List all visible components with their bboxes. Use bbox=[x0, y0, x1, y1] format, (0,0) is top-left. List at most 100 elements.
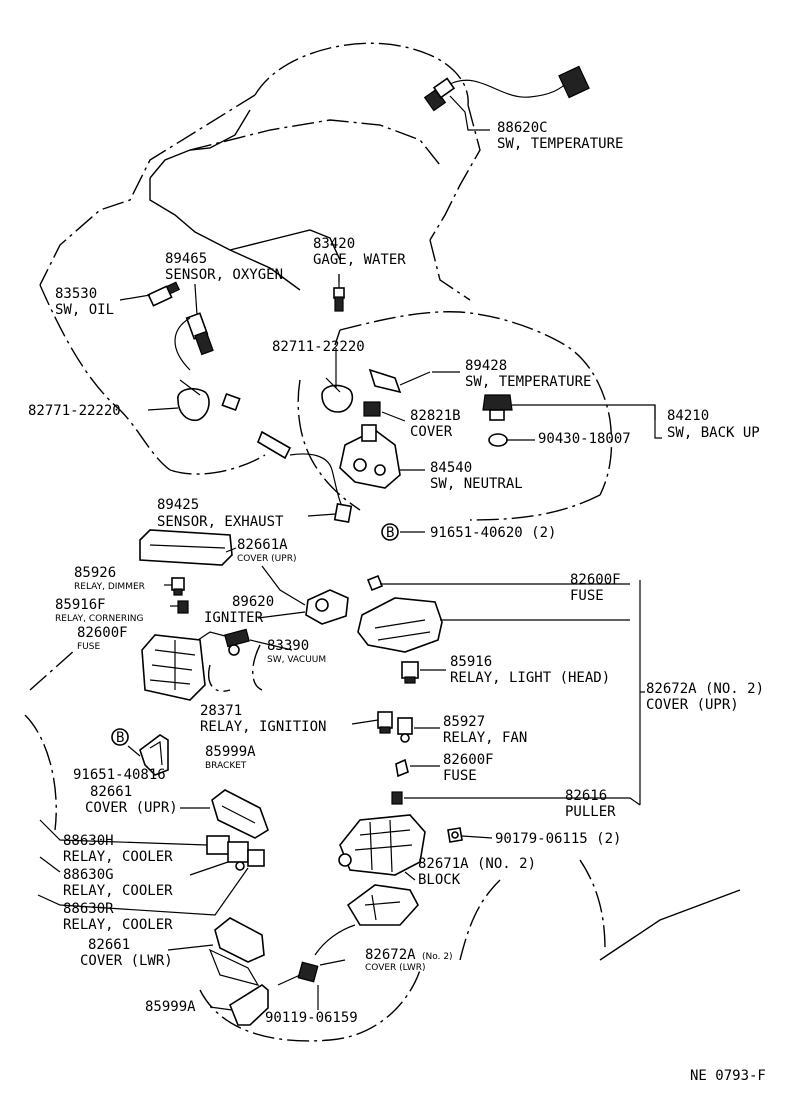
temperature-switch-89428-icon bbox=[368, 368, 431, 394]
label-89620-num: 89620 bbox=[232, 594, 274, 610]
label-82661-lwr-name: COVER (LWR) bbox=[80, 953, 173, 969]
label-85999a-a-num: 85999A bbox=[205, 744, 256, 760]
b-marker-lower: B bbox=[111, 728, 129, 746]
label-90430-num: 90430-18007 bbox=[538, 431, 631, 447]
label-85999a-a-name: BRACKET bbox=[205, 761, 247, 771]
dimmer-relay-85926-icon bbox=[171, 577, 185, 596]
temperature-switch-88620c-icon bbox=[423, 65, 590, 112]
label-83390-num: 83390 bbox=[267, 638, 309, 654]
label-82600f-c-name: FUSE bbox=[443, 768, 477, 784]
exhaust-sensor-89425-icon bbox=[257, 430, 353, 524]
oxygen-sensor-89465-icon bbox=[174, 284, 214, 371]
cover-lwr-82661-icon bbox=[208, 917, 265, 986]
back-up-switch-84210-icon bbox=[482, 394, 513, 421]
label-85916f-name: RELAY, CORNERING bbox=[55, 614, 144, 624]
label-90179-num: 90179-06115 (2) bbox=[495, 831, 621, 847]
cornering-relay-85916f-icon bbox=[177, 600, 189, 614]
label-82600f-a-num: 82600F bbox=[77, 625, 128, 641]
head-light-relay-85916-icon bbox=[401, 661, 419, 684]
svg-text:B: B bbox=[386, 525, 394, 541]
fan-relay-85927-icon bbox=[397, 717, 413, 743]
label-85916-num: 85916 bbox=[450, 654, 492, 670]
label-85927-num: 85927 bbox=[443, 714, 485, 730]
cooler-relays-icon bbox=[206, 835, 265, 871]
b-marker-upper: B bbox=[381, 523, 399, 541]
relay-block-82671a-icon bbox=[338, 814, 426, 876]
label-88620c-num: 88620C bbox=[497, 120, 548, 136]
gasket-90430-icon bbox=[488, 433, 508, 447]
label-85926-num: 85926 bbox=[74, 565, 116, 581]
label-83530-name: SW, OIL bbox=[55, 302, 114, 318]
ignition-relay-28371-icon bbox=[377, 711, 393, 734]
label-82600f-c-num: 82600F bbox=[443, 752, 494, 768]
cover-upr-82661a-icon bbox=[139, 529, 233, 566]
label-82672a-lwr-name: COVER (LWR) bbox=[365, 963, 426, 973]
label-28371-name: RELAY, IGNITION bbox=[200, 719, 326, 735]
label-88630h-num: 88630H bbox=[63, 833, 114, 849]
puller-82616-icon bbox=[391, 791, 403, 805]
label-85926-name: RELAY, DIMMER bbox=[74, 582, 145, 592]
label-82671a-num: 82671A (NO. 2) bbox=[418, 856, 536, 872]
clamp-82771-icon bbox=[177, 379, 241, 422]
oil-switch-83530-icon bbox=[147, 281, 181, 307]
label-90119-num: 90119-06159 bbox=[265, 1010, 358, 1026]
engine-outline bbox=[39, 42, 613, 521]
label-84540-name: SW, NEUTRAL bbox=[430, 476, 523, 492]
bracket-85999a-icon bbox=[139, 734, 169, 776]
label-84540-num: 84540 bbox=[430, 460, 472, 476]
bolt-90119-icon bbox=[277, 961, 319, 986]
label-82661a-name: COVER (UPR) bbox=[237, 554, 296, 564]
label-88630r-num: 88630R bbox=[63, 901, 114, 917]
label-82672a-upr-name: COVER (UPR) bbox=[646, 697, 739, 713]
vacuum-switch-83390-icon bbox=[224, 628, 250, 656]
label-91651a-num: 91651-40620 (2) bbox=[430, 525, 556, 541]
label-82711-num: 82711-22220 bbox=[272, 339, 365, 355]
label-82672a-upr-num: 82672A (NO. 2) bbox=[646, 681, 764, 697]
label-82672a-lwr-no: (No. 2) bbox=[422, 952, 453, 962]
nut-90179-icon bbox=[447, 827, 463, 843]
label-85999a-b-num: 85999A bbox=[145, 999, 196, 1015]
label-89425-num: 89425 bbox=[157, 497, 199, 513]
label-82616-num: 82616 bbox=[565, 788, 607, 804]
label-88630h-name: RELAY, COOLER bbox=[63, 849, 173, 865]
neutral-switch-84540-icon bbox=[339, 424, 401, 489]
igniter-89620-icon bbox=[305, 589, 349, 625]
bracket-85999a-lower-icon bbox=[229, 984, 269, 1026]
label-89428-name: SW, TEMPERATURE bbox=[465, 374, 591, 390]
label-88630r-name: RELAY, COOLER bbox=[63, 917, 173, 933]
label-82661-lwr-num: 82661 bbox=[88, 937, 130, 953]
label-84210-name: SW, BACK UP bbox=[667, 425, 760, 441]
label-82600f-b-name: FUSE bbox=[570, 588, 604, 604]
label-82600f-b-num: 82600F bbox=[570, 572, 621, 588]
label-83420-num: 83420 bbox=[313, 236, 355, 252]
cover-upr-82672a-icon bbox=[357, 597, 443, 653]
label-91651b-num: 91651-40816 bbox=[73, 767, 166, 783]
label-88620c-name: SW, TEMPERATURE bbox=[497, 136, 623, 152]
label-82771-num: 82771-22220 bbox=[28, 403, 121, 419]
leader-lines bbox=[37, 95, 662, 1011]
label-85927-name: RELAY, FAN bbox=[443, 730, 527, 746]
label-85916-name: RELAY, LIGHT (HEAD) bbox=[450, 670, 610, 686]
label-89465-name: SENSOR, OXYGEN bbox=[165, 267, 283, 283]
lower-outline bbox=[24, 644, 741, 1042]
svg-text:B: B bbox=[116, 730, 124, 746]
label-82821b-num: 82821B bbox=[410, 408, 461, 424]
label-88630g-name: RELAY, COOLER bbox=[63, 883, 173, 899]
figure-code: NE 0793-F bbox=[690, 1068, 766, 1084]
label-82616-name: PULLER bbox=[565, 804, 616, 820]
label-89425-name: SENSOR, EXHAUST bbox=[157, 514, 284, 530]
label-82821b-name: COVER bbox=[410, 424, 453, 440]
label-28371-num: 28371 bbox=[200, 703, 242, 719]
label-82671a-name: BLOCK bbox=[418, 872, 461, 888]
label-83390-name: SW, VACUUM bbox=[267, 655, 326, 665]
label-85916f-num: 85916F bbox=[55, 597, 106, 613]
cover-82821b-icon bbox=[363, 401, 381, 417]
label-82661a-num: 82661A bbox=[237, 537, 288, 553]
label-82661-upr-name: COVER (UPR) bbox=[85, 800, 178, 816]
label-89465-num: 89465 bbox=[165, 251, 207, 267]
label-89620-name: IGNITER bbox=[204, 610, 264, 626]
part-labels: 88620C SW, TEMPERATURE 83420 GAGE, WATER… bbox=[28, 120, 766, 1084]
fuse-82600f-top-icon bbox=[366, 574, 384, 592]
label-88630g-num: 88630G bbox=[63, 867, 114, 883]
